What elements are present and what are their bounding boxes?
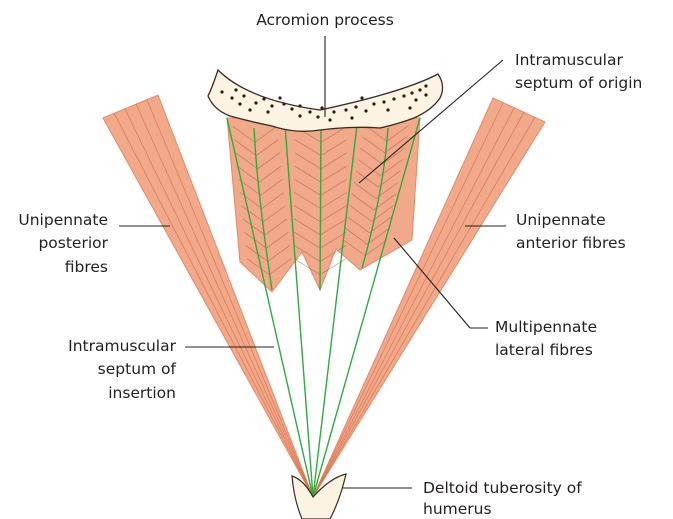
label-septum-of-insertion-line3: insertion <box>108 384 176 402</box>
label-septum-of-insertion-line2: septum of <box>98 360 177 378</box>
deltoid-tuberosity <box>292 474 346 519</box>
label-septum-of-insertion-line1: Intramuscular <box>68 337 176 355</box>
label-acromion-process: Acromion process <box>256 11 394 29</box>
label-anterior-fibres-line1: Unipennate <box>516 211 606 229</box>
label-multipennate-line1: Multipennate <box>495 318 597 336</box>
label-septum-of-origin-line2: septum of origin <box>515 74 642 92</box>
label-septum-of-origin-line1: Intramuscular <box>515 51 623 69</box>
label-deltoid-tuberosity-line1: Deltoid tuberosity of <box>423 479 582 497</box>
label-posterior-fibres-line1: Unipennate <box>18 211 108 229</box>
multipennate-lateral-fibres <box>227 118 420 292</box>
label-posterior-fibres-line3: fibres <box>65 258 108 276</box>
label-multipennate-line2: lateral fibres <box>495 341 593 359</box>
label-deltoid-tuberosity-line2: humerus <box>423 500 492 518</box>
label-anterior-fibres-line2: anterior fibres <box>516 234 626 252</box>
label-posterior-fibres-line2: posterior <box>38 234 108 252</box>
